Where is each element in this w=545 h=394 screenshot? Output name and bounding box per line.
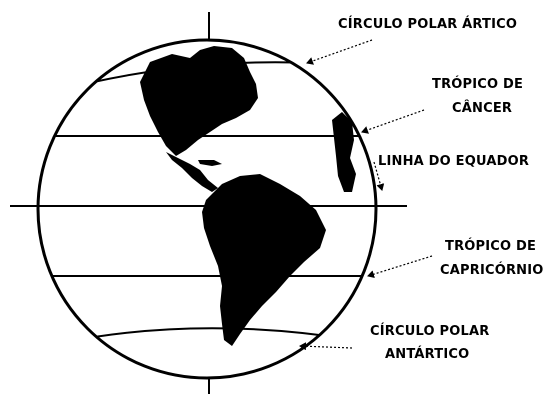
equator-arrow xyxy=(373,161,385,191)
tropic-of-capricorn-label-line2: CAPRICÓRNIO xyxy=(440,262,544,278)
north-america-shape xyxy=(140,46,258,156)
tropic-of-capricorn-label-line1: TRÓPICO DE xyxy=(445,238,536,254)
antarctic-circle-arrow xyxy=(299,342,353,351)
antarctic-circle-label-line1: CÍRCULO POLAR xyxy=(370,323,489,339)
caribbean-islands-shape xyxy=(198,160,222,166)
antarctic-circle-line xyxy=(59,327,356,344)
central-america-shape xyxy=(166,152,218,192)
equator-label: LINHA DO EQUADOR xyxy=(378,154,529,169)
greenland-shape xyxy=(332,112,356,192)
tropic-of-cancer-label-line1: TRÓPICO DE xyxy=(432,76,523,92)
antarctic-circle-label-line2: ANTÁRTICO xyxy=(385,346,469,362)
tropic-of-capricorn-arrow xyxy=(367,255,433,279)
south-america-shape xyxy=(202,174,326,346)
arctic-circle-arrow xyxy=(306,39,373,65)
arctic-circle-label: CÍRCULO POLAR ÁRTICO xyxy=(338,16,517,32)
tropic-of-cancer-label-line2: CÂNCER xyxy=(452,100,512,116)
tropic-of-cancer-arrow xyxy=(361,109,425,134)
